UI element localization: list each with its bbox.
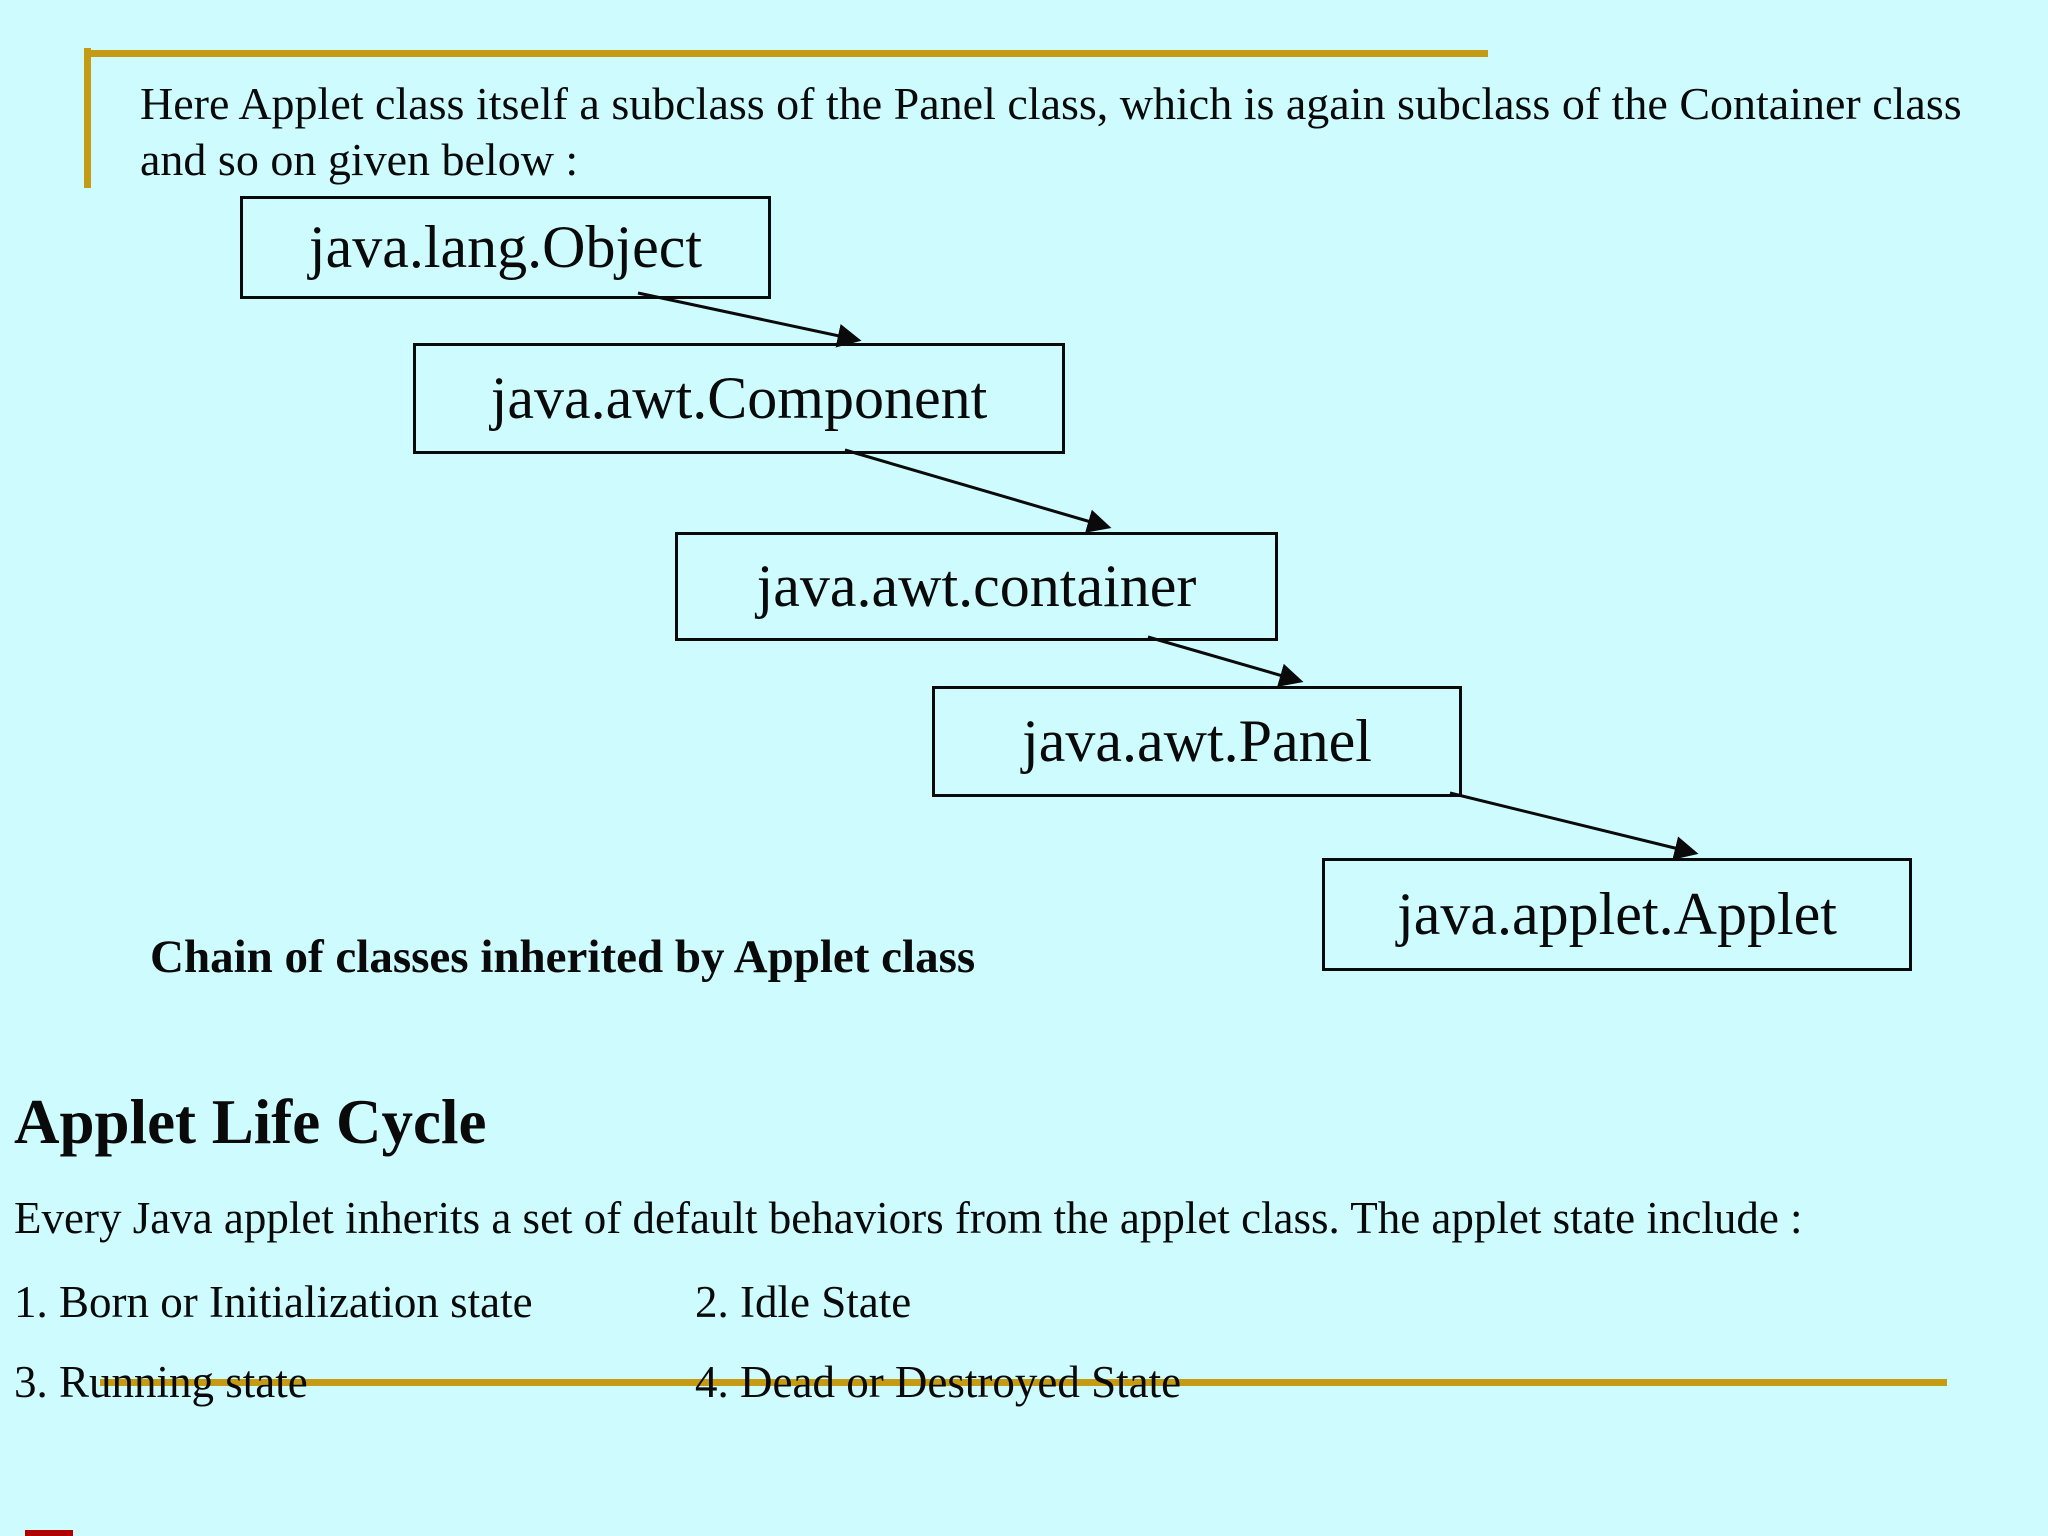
class-box-java-lang-object: java.lang.Object (240, 196, 771, 299)
class-box-label: java.awt.Panel (1022, 708, 1372, 774)
diagram-caption: Chain of classes inherited by Applet cla… (150, 931, 976, 983)
state-item-running: 3. Running state (14, 1357, 308, 1407)
class-box-label: java.awt.container (756, 553, 1197, 619)
state-item-born: 1. Born or Initialization state (14, 1277, 533, 1327)
gold-corner-horizontal-line (84, 50, 1488, 57)
class-box-label: java.applet.Applet (1397, 881, 1837, 947)
class-box-label: java.lang.Object (308, 214, 703, 280)
arrow-object-to-component (637, 291, 862, 348)
state-item-dead: 4. Dead or Destroyed State (695, 1357, 1182, 1407)
arrow-component-to-container (844, 448, 1112, 533)
class-box-java-awt-panel: java.awt.Panel (932, 686, 1462, 797)
arrow-container-to-panel (1147, 635, 1304, 687)
section-heading: Applet Life Cycle (14, 1087, 487, 1157)
red-progress-bar-fragment (25, 1530, 73, 1536)
class-box-label: java.awt.Component (490, 365, 988, 431)
section-body-text: Every Java applet inherits a set of defa… (14, 1193, 1803, 1243)
class-box-java-awt-component: java.awt.Component (413, 343, 1065, 454)
class-box-java-awt-container: java.awt.container (675, 532, 1278, 641)
gold-corner-vertical-line (84, 48, 91, 188)
arrow-panel-to-applet (1449, 791, 1699, 860)
state-item-idle: 2. Idle State (695, 1277, 912, 1327)
gold-bottom-divider-line (100, 1379, 1947, 1386)
class-box-java-applet-applet: java.applet.Applet (1322, 858, 1912, 971)
intro-paragraph: Here Applet class itself a subclass of t… (140, 78, 1962, 186)
